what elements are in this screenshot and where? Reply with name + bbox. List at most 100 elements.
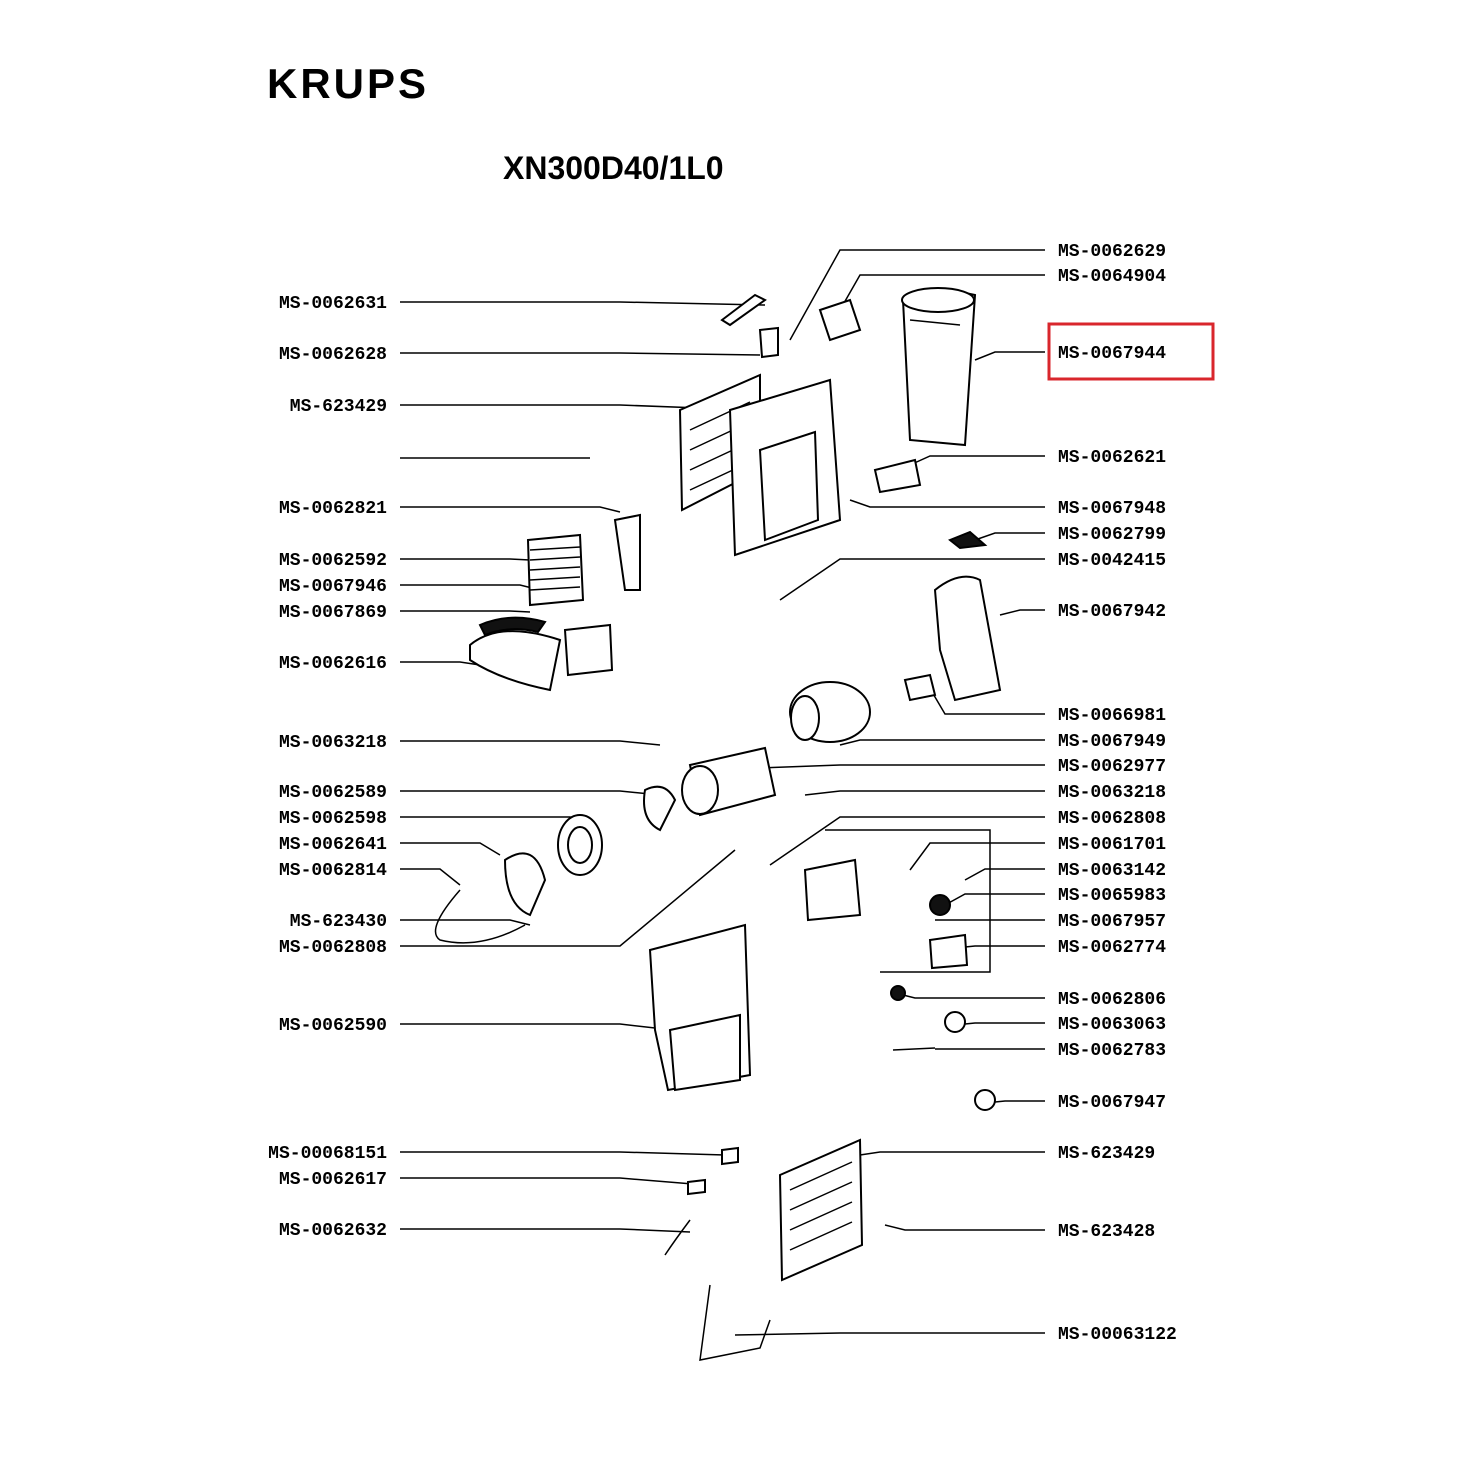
brand-logo: KRUPS [267, 60, 430, 107]
clip-part [687, 1178, 706, 1196]
bracket-part [758, 326, 779, 359]
part-number-label: MS-0066981 [1058, 706, 1166, 726]
leader-line [400, 558, 531, 561]
water-tank-part [901, 287, 977, 447]
leader-line [894, 992, 1045, 999]
part-number-label: MS-0063218 [279, 733, 387, 753]
main-frame-part [728, 378, 842, 557]
leader-line [849, 499, 1045, 508]
part-number-label: MS-0067957 [1058, 912, 1166, 932]
support-part [873, 458, 922, 494]
leader-line [734, 1332, 1045, 1336]
part-number-label: MS-0062806 [1058, 990, 1166, 1010]
front-housing-part [648, 923, 752, 1092]
part-number-label: MS-623429 [1058, 1144, 1155, 1164]
part-number-label: MS-623430 [290, 912, 387, 932]
sensor-part [892, 1047, 936, 1051]
leader-line [964, 868, 1045, 881]
part-number-label: MS-0067942 [1058, 602, 1166, 622]
part-number-label: MS-0042415 [1058, 551, 1166, 571]
part-number-label: MS-0062617 [279, 1170, 387, 1190]
gasket-part [890, 985, 906, 1001]
part-number-label: MS-0067944 [1058, 344, 1166, 364]
leader-line [909, 455, 1045, 466]
leader-line [400, 661, 481, 666]
part-number-label: MS-0062808 [1058, 809, 1166, 829]
leader-line [759, 764, 1045, 769]
leader-line [400, 1228, 691, 1233]
button-part [503, 852, 547, 917]
model-number: XN300D40/1L0 [503, 150, 724, 186]
pump-part [681, 746, 777, 817]
leader-line [804, 790, 1045, 796]
leader-line [909, 842, 1045, 871]
rotary-knob-part [643, 785, 677, 832]
leader-line [859, 1151, 1045, 1156]
group-bracket [825, 829, 991, 973]
cable-part [434, 889, 526, 944]
part-labels: MS-0062631MS-0062628MS-623429MS-0062821M… [268, 242, 1177, 1345]
leader-line [400, 868, 461, 886]
part-number-label: MS-0062598 [279, 809, 387, 829]
part-number-label: MS-0067949 [1058, 732, 1166, 752]
part-number-label: MS-0062977 [1058, 757, 1166, 777]
part-number-label: MS-0067947 [1058, 1093, 1166, 1113]
leader-line [884, 1224, 1045, 1231]
part-drawings [434, 287, 1002, 1361]
bracket-part [720, 293, 767, 327]
highlight-box [1047, 322, 1215, 381]
leader-line [974, 532, 1045, 541]
part-number-label: MS-0062590 [279, 1016, 387, 1036]
connector-part [974, 1089, 996, 1111]
leader-line [400, 816, 591, 821]
part-number-label: MS-00063122 [1058, 1325, 1177, 1345]
brew-unit-part [933, 575, 1002, 702]
part-number-label: MS-0063218 [1058, 783, 1166, 803]
leader-line [400, 404, 701, 409]
solenoid-part [928, 933, 969, 970]
part-number-label: MS-0062808 [279, 938, 387, 958]
part-number-label: MS-0062628 [279, 345, 387, 365]
part-number-label: MS-0067869 [279, 603, 387, 623]
leader-line [779, 558, 1045, 601]
leader-line [400, 352, 761, 356]
part-number-label: MS-00068151 [268, 1144, 387, 1164]
leader-line [400, 610, 531, 613]
part-number-label: MS-0062589 [279, 783, 387, 803]
leader-line [944, 893, 1045, 906]
part-number-label: MS-0062814 [279, 861, 387, 881]
part-number-label: MS-0065983 [1058, 886, 1166, 906]
power-cord-part [699, 1284, 771, 1361]
leader-line [974, 351, 1045, 361]
leader-line [400, 849, 736, 947]
part-number-label: MS-0062592 [279, 551, 387, 571]
leader-line [400, 584, 541, 591]
leader-line [400, 1023, 656, 1029]
part-number-label: MS-0063063 [1058, 1015, 1166, 1035]
part-number-label: MS-0062821 [279, 499, 387, 519]
leader-line [400, 1151, 726, 1156]
leader-line [400, 1177, 706, 1186]
part-number-label: MS-623429 [290, 397, 387, 417]
part-number-label: MS-0062616 [279, 654, 387, 674]
leader-line [400, 842, 501, 856]
leader-line [400, 506, 621, 513]
leader-line [789, 249, 1045, 341]
fitting-part [944, 1011, 966, 1033]
part-number-label: MS-0062629 [1058, 242, 1166, 262]
part-number-label: MS-0062632 [279, 1221, 387, 1241]
leader-line [839, 739, 1045, 746]
part-number-label: MS-0067948 [1058, 499, 1166, 519]
wire-part [664, 1219, 691, 1256]
leader-line [839, 274, 1045, 311]
part-number-label: MS-0062799 [1058, 525, 1166, 545]
part-number-label: MS-0062641 [279, 835, 387, 855]
clip-part [948, 530, 988, 550]
part-number-label: MS-0062774 [1058, 938, 1166, 958]
leader-line [999, 609, 1045, 616]
part-number-label: MS-0063142 [1058, 861, 1166, 881]
knob-ring-part [557, 814, 603, 876]
bracket-part [903, 673, 937, 702]
part-number-label: MS-0062783 [1058, 1041, 1166, 1061]
